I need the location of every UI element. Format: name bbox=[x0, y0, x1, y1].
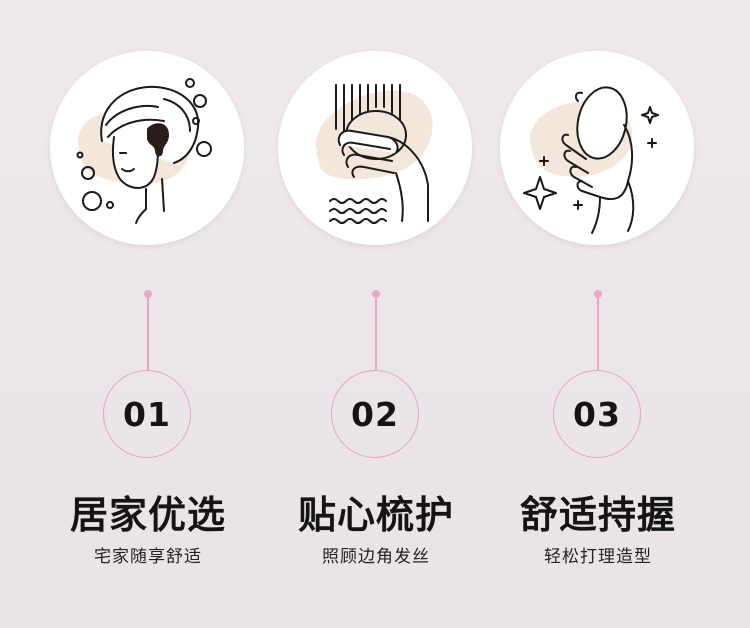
feature-column-3: 03 舒适持握 轻松打理造型 bbox=[473, 0, 723, 628]
feature-title: 贴心梳护 bbox=[297, 493, 454, 537]
step-number: 01 bbox=[123, 394, 171, 434]
feature-column-1: 01 居家优选 宅家随享舒适 bbox=[23, 0, 273, 628]
feature-title: 舒适持握 bbox=[519, 493, 676, 537]
step-number-ring: 01 bbox=[103, 370, 191, 458]
timeline-dot bbox=[594, 290, 602, 298]
step-number-ring: 02 bbox=[331, 370, 419, 458]
feature-subtitle: 宅家随享舒适 bbox=[94, 547, 202, 567]
hand-brushing-under-shower-icon bbox=[315, 84, 433, 224]
feature-column-2: 02 贴心梳护 照顾边角发丝 bbox=[251, 0, 501, 628]
feature-subtitle: 照顾边角发丝 bbox=[322, 547, 430, 567]
timeline-dot bbox=[372, 290, 380, 298]
timeline-dot bbox=[144, 290, 152, 298]
step-number: 02 bbox=[351, 394, 399, 434]
timeline-line bbox=[147, 298, 149, 370]
timeline-line bbox=[597, 298, 599, 370]
hand-holding-comb-with-sparkles-icon bbox=[523, 86, 659, 234]
timeline-line bbox=[375, 298, 377, 370]
feature-subtitle: 轻松打理造型 bbox=[544, 547, 652, 567]
feature-icon-circle bbox=[500, 51, 694, 245]
towel-wrapped-head-with-bubbles-icon bbox=[76, 78, 212, 224]
feature-icon-circle bbox=[50, 51, 244, 245]
step-number: 03 bbox=[573, 394, 621, 434]
feature-icon-circle bbox=[278, 51, 472, 245]
feature-title: 居家优选 bbox=[69, 493, 226, 537]
step-number-ring: 03 bbox=[553, 370, 641, 458]
